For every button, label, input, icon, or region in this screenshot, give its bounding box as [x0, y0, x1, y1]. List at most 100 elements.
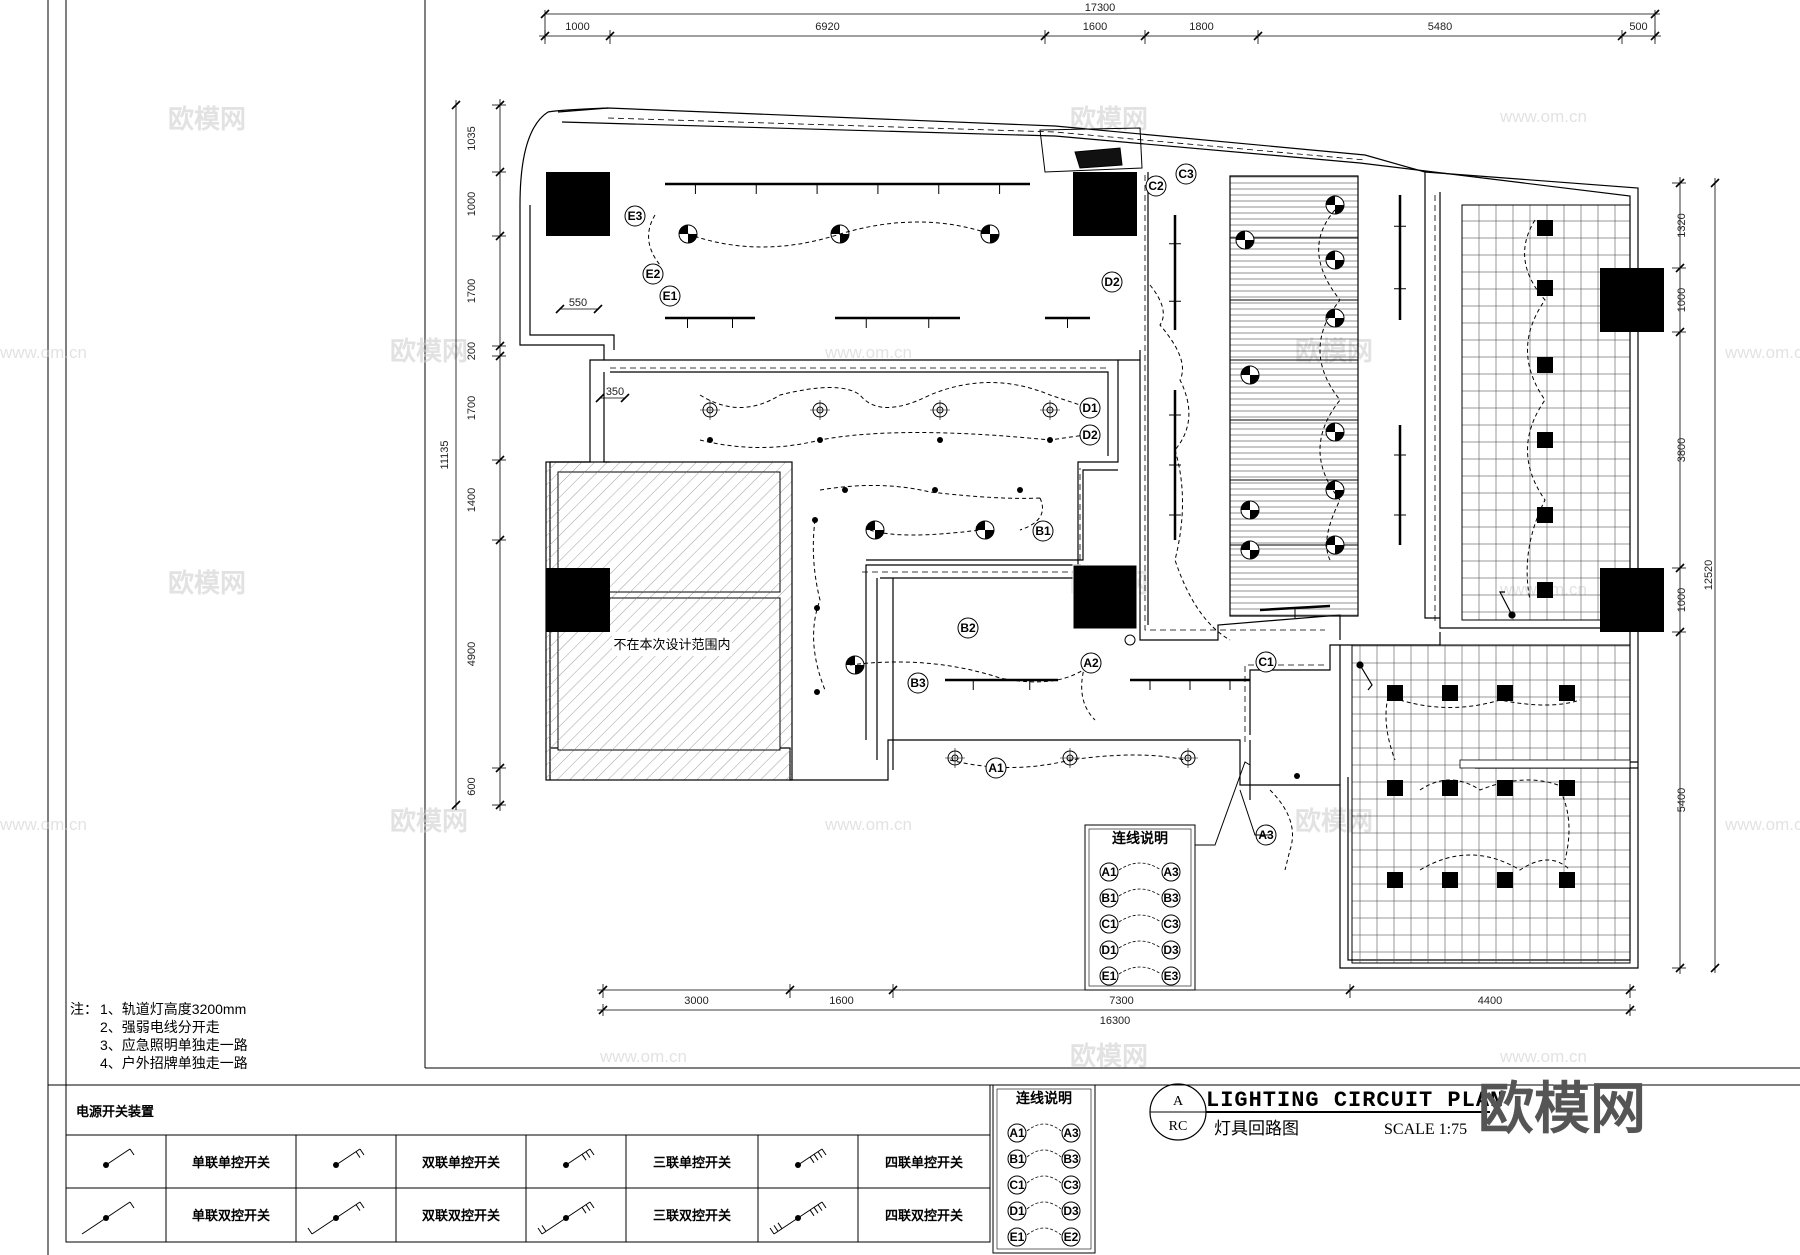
- dimension-value: 7300: [1109, 995, 1133, 1007]
- switch-symbol-icon: [333, 1148, 365, 1168]
- downlight: [1325, 480, 1345, 500]
- legend-link: [1118, 966, 1162, 975]
- watermark-url: www.om.cn: [824, 343, 912, 362]
- switch-type-label: 双联单控开关: [422, 1155, 500, 1170]
- square-light: [1559, 872, 1575, 888]
- dimension-value: 5480: [1428, 21, 1452, 33]
- legend-bubble: [1161, 914, 1181, 934]
- circuit-tag: D2: [1101, 271, 1123, 293]
- dimension-value: 200: [466, 342, 478, 360]
- note-item: 2、强弱电线分开走: [100, 1019, 220, 1035]
- notes-prefix: 注：: [70, 1001, 98, 1017]
- watermark-url: www.om.cn: [0, 343, 87, 362]
- dimension-lines: [451, 9, 1720, 1016]
- dimension-value: 3800: [1676, 438, 1688, 462]
- downlight: [865, 520, 885, 540]
- spot-light: [814, 689, 820, 695]
- legend-to: A3: [1063, 1126, 1079, 1140]
- circuit-tag: D1: [1079, 397, 1101, 419]
- dimension-value: 1320: [1676, 213, 1688, 237]
- legend-to: C3: [1063, 1178, 1079, 1192]
- dimension-value: 5400: [1676, 788, 1688, 812]
- structural-columns: [546, 172, 1664, 632]
- switch-symbol-icon: [103, 1148, 135, 1168]
- legend-from: C1: [1101, 917, 1117, 931]
- dimension-value: 1035: [466, 126, 478, 150]
- circuit-tag: C1: [1255, 651, 1277, 673]
- notes-block: 注： 1、轨道灯高度3200mm 2、强弱电线分开走 3、应急照明单独走一路 4…: [70, 1001, 248, 1071]
- dimension-value: 1000: [1676, 288, 1688, 312]
- watermark-text: 欧模网: [390, 806, 468, 836]
- square-light: [1559, 780, 1575, 796]
- circuit-tag-label: C1: [1258, 655, 1274, 669]
- legend-from: E1: [1010, 1230, 1025, 1244]
- square-light: [1387, 780, 1403, 796]
- dimension-value: 11135: [439, 441, 451, 470]
- circuit-tag-label: B3: [910, 676, 926, 690]
- switch-type-label: 单联双控开关: [192, 1208, 270, 1223]
- circuit-tag-label: B1: [1035, 524, 1051, 538]
- brand-logo: 欧模网: [1478, 1077, 1646, 1140]
- track-lights: [665, 182, 1406, 690]
- circuit-wiring: [648, 209, 1581, 871]
- square-light: [1537, 220, 1553, 236]
- note-item: 4、户外招牌单独走一路: [100, 1055, 248, 1071]
- downlight: [1240, 500, 1260, 520]
- watermark-text: 欧模网: [168, 104, 246, 134]
- legend-bubble: [1161, 862, 1181, 882]
- plan-subtitle: 灯具回路图: [1214, 1119, 1299, 1138]
- legend-from: C1: [1009, 1178, 1025, 1192]
- spot-light: [842, 487, 848, 493]
- dimension-value: 4900: [466, 642, 478, 666]
- square-light: [1387, 872, 1403, 888]
- watermark-url: www.om.cn: [599, 1047, 687, 1066]
- legend-to: B3: [1163, 891, 1179, 905]
- square-light: [1497, 685, 1513, 701]
- leader-lines: [1182, 761, 1270, 846]
- legend-from: A1: [1101, 865, 1117, 879]
- circuit-tag-label: C3: [1178, 167, 1194, 181]
- dimension-value: 1600: [1083, 21, 1107, 33]
- dimension-value: 6920: [815, 21, 839, 33]
- circuit-tag-label: D1: [1082, 401, 1098, 415]
- legend-bubble: [1161, 940, 1181, 960]
- square-light: [1442, 872, 1458, 888]
- ring-light: [700, 400, 720, 420]
- dimension-value: 600: [466, 777, 478, 795]
- circuit-tag-label: A2: [1083, 656, 1099, 670]
- switch-symbol-icon: [563, 1148, 595, 1168]
- ring-light: [1040, 400, 1060, 420]
- title-circle-top: A: [1173, 1094, 1184, 1109]
- square-light: [1537, 582, 1553, 598]
- legend-from: A1: [1009, 1126, 1025, 1140]
- dimension-value: 550: [569, 297, 587, 309]
- legend-bubble: [1061, 1201, 1081, 1221]
- circuit-tag-label: A1: [988, 761, 1004, 775]
- switch-type-label: 三联双控开关: [653, 1208, 731, 1223]
- circuit-tag: C2: [1145, 175, 1167, 197]
- ring-light: [1178, 748, 1198, 768]
- excluded-area: 不在本次设计范围内: [545, 461, 793, 781]
- ring-light: [945, 748, 965, 768]
- dimension-value: 1700: [466, 279, 478, 303]
- circuit-tag: A1: [985, 757, 1007, 779]
- legend-bubble: [1099, 940, 1119, 960]
- legend-bubble: [1007, 1149, 1027, 1169]
- switch-symbol-icon: [769, 1201, 827, 1235]
- dimension-value: 1400: [466, 488, 478, 512]
- downlight: [1325, 195, 1345, 215]
- dimension-value: 350: [606, 386, 624, 398]
- legend-to: D3: [1063, 1204, 1079, 1218]
- legend-to: E3: [1164, 969, 1179, 983]
- dimension-value: 4400: [1478, 995, 1502, 1007]
- square-light: [1442, 685, 1458, 701]
- circuit-tag: B3: [907, 672, 929, 694]
- circuit-tag: D2: [1079, 424, 1101, 446]
- luminaires: [678, 195, 1575, 888]
- downlight: [1325, 250, 1345, 270]
- floor-plan: [519, 107, 1639, 969]
- downlight: [1325, 422, 1345, 442]
- legend-link: [1118, 888, 1162, 897]
